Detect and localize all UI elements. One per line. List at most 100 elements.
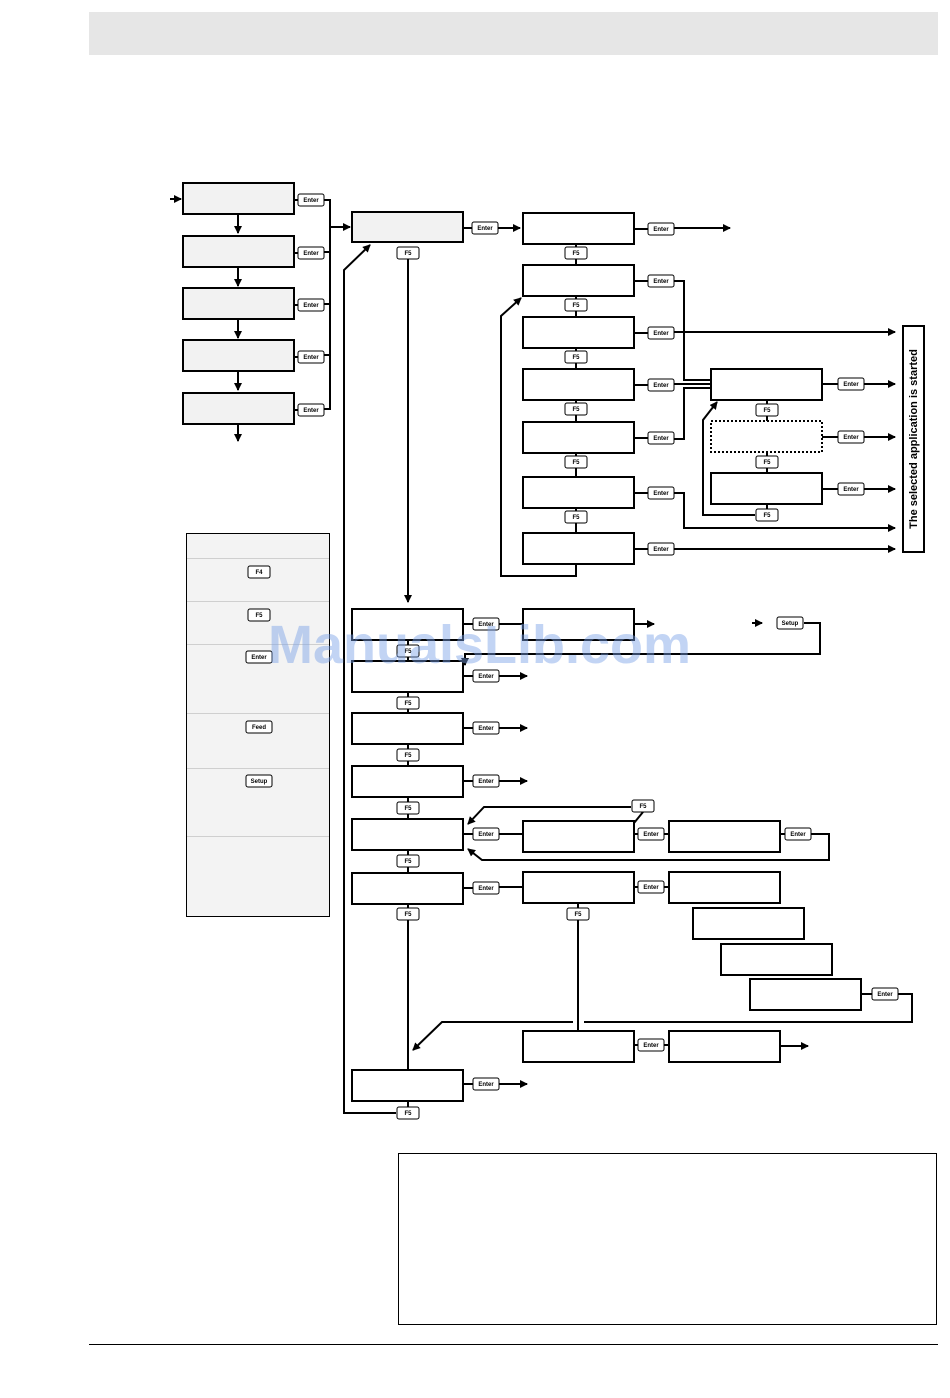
enter-key-frame	[297, 193, 325, 207]
flow-arrow	[467, 833, 830, 861]
enter-key-icon: Enter	[637, 1038, 665, 1052]
enter-key-icon: Enter	[297, 298, 325, 312]
enter-key-icon: Enter	[871, 987, 899, 1001]
f5-key-label: F5	[404, 701, 412, 707]
f5-key-label: F5	[572, 515, 580, 521]
f5-key-icon: F5	[564, 298, 588, 312]
enter-key-icon: Enter	[245, 650, 273, 664]
enter-key-icon: Enter	[472, 774, 500, 788]
enter-key-icon: Enter	[472, 669, 500, 683]
flow-arrow	[702, 401, 755, 516]
flow-line	[633, 811, 644, 824]
f5-key-label: F5	[404, 251, 412, 257]
lower-menu-box	[351, 712, 464, 745]
legend-divider	[187, 768, 329, 769]
enter-key-icon: Enter	[647, 274, 675, 288]
lower-menu-box	[351, 818, 464, 851]
enter-key-label: Enter	[653, 279, 669, 285]
enter-key-frame	[647, 222, 675, 236]
f5-key-icon: F5	[396, 644, 420, 658]
enter-key-label: Enter	[478, 779, 494, 785]
submenu-box	[692, 907, 805, 940]
f5-key-icon: F5	[566, 907, 590, 921]
enter-key-label: Enter	[478, 674, 494, 680]
enter-key-label: Enter	[843, 435, 859, 441]
f4-key-label: F4	[255, 570, 263, 576]
f5-key-label: F5	[572, 355, 580, 361]
enter-key-label: Enter	[478, 1082, 494, 1088]
f5-key-icon: F5	[564, 510, 588, 524]
f5-key-frame	[564, 510, 588, 524]
enter-key-icon: Enter	[647, 326, 675, 340]
f5-key-icon: F5	[755, 403, 779, 417]
enter-key-icon: Enter	[647, 431, 675, 445]
f5-key-icon: F5	[631, 799, 655, 813]
enter-key-frame	[647, 326, 675, 340]
note-box	[398, 1153, 937, 1325]
f5-key-icon: F5	[564, 455, 588, 469]
enter-key-frame	[647, 431, 675, 445]
submenu-box	[522, 1030, 635, 1063]
enter-key-frame	[647, 274, 675, 288]
legend-divider	[187, 601, 329, 602]
f5-key-icon: F5	[396, 696, 420, 710]
submenu-box	[668, 871, 781, 904]
f5-key-frame	[396, 696, 420, 710]
enter-key-label: Enter	[643, 1043, 659, 1049]
enter-key-label: Enter	[653, 491, 669, 497]
enter-key-frame	[297, 403, 325, 417]
enter-key-frame	[871, 987, 899, 1001]
f5-key-frame	[396, 1106, 420, 1120]
enter-key-frame	[245, 650, 273, 664]
flow-line	[674, 387, 710, 440]
enter-key-frame	[837, 482, 865, 496]
application-started-text: The selected application is started	[907, 349, 920, 529]
f5-key-frame	[755, 403, 779, 417]
enter-key-frame	[472, 827, 500, 841]
submenu-box	[668, 820, 781, 853]
enter-key-icon: Enter	[297, 193, 325, 207]
submenu-box	[522, 212, 635, 245]
f5-key-label: F5	[763, 408, 771, 414]
enter-key-label: Enter	[303, 355, 319, 361]
submenu-box	[522, 871, 635, 904]
enter-key-frame	[472, 721, 500, 735]
application-started-label: The selected application is started	[902, 325, 925, 553]
setup-key-icon: Setup	[776, 616, 804, 630]
f5-key-label: F5	[404, 806, 412, 812]
f5-key-frame	[396, 246, 420, 260]
f5-key-icon: F5	[396, 854, 420, 868]
setup-key-label: Setup	[251, 779, 268, 785]
enter-key-icon: Enter	[647, 222, 675, 236]
enter-key-label: Enter	[477, 226, 493, 232]
f5-key-icon: F5	[564, 350, 588, 364]
enter-key-frame	[837, 430, 865, 444]
f5-key-label: F5	[572, 251, 580, 257]
enter-key-frame	[472, 774, 500, 788]
f5-key-icon: F5	[396, 907, 420, 921]
enter-key-label: Enter	[478, 726, 494, 732]
enter-key-frame	[647, 486, 675, 500]
legend-divider	[187, 558, 329, 559]
option-box	[710, 472, 823, 505]
enter-key-label: Enter	[653, 331, 669, 337]
enter-key-icon: Enter	[297, 350, 325, 364]
enter-key-icon: Enter	[472, 721, 500, 735]
enter-key-label: Enter	[643, 885, 659, 891]
lower-menu-box	[351, 608, 464, 641]
flow-arrow	[467, 806, 631, 825]
f5-key-label: F5	[572, 460, 580, 466]
enter-key-label: Enter	[303, 198, 319, 204]
enter-key-frame	[472, 1077, 500, 1091]
f5-key-label: F5	[404, 912, 412, 918]
setup-key-label: Setup	[782, 621, 799, 627]
f5-key-label: F5	[763, 513, 771, 519]
enter-key-label: Enter	[653, 436, 669, 442]
enter-key-frame	[784, 827, 812, 841]
enter-key-icon: Enter	[472, 617, 500, 631]
page-header-bar	[89, 12, 938, 55]
enter-key-label: Enter	[653, 547, 669, 553]
enter-key-label: Enter	[478, 832, 494, 838]
f5-key-label: F5	[572, 407, 580, 413]
